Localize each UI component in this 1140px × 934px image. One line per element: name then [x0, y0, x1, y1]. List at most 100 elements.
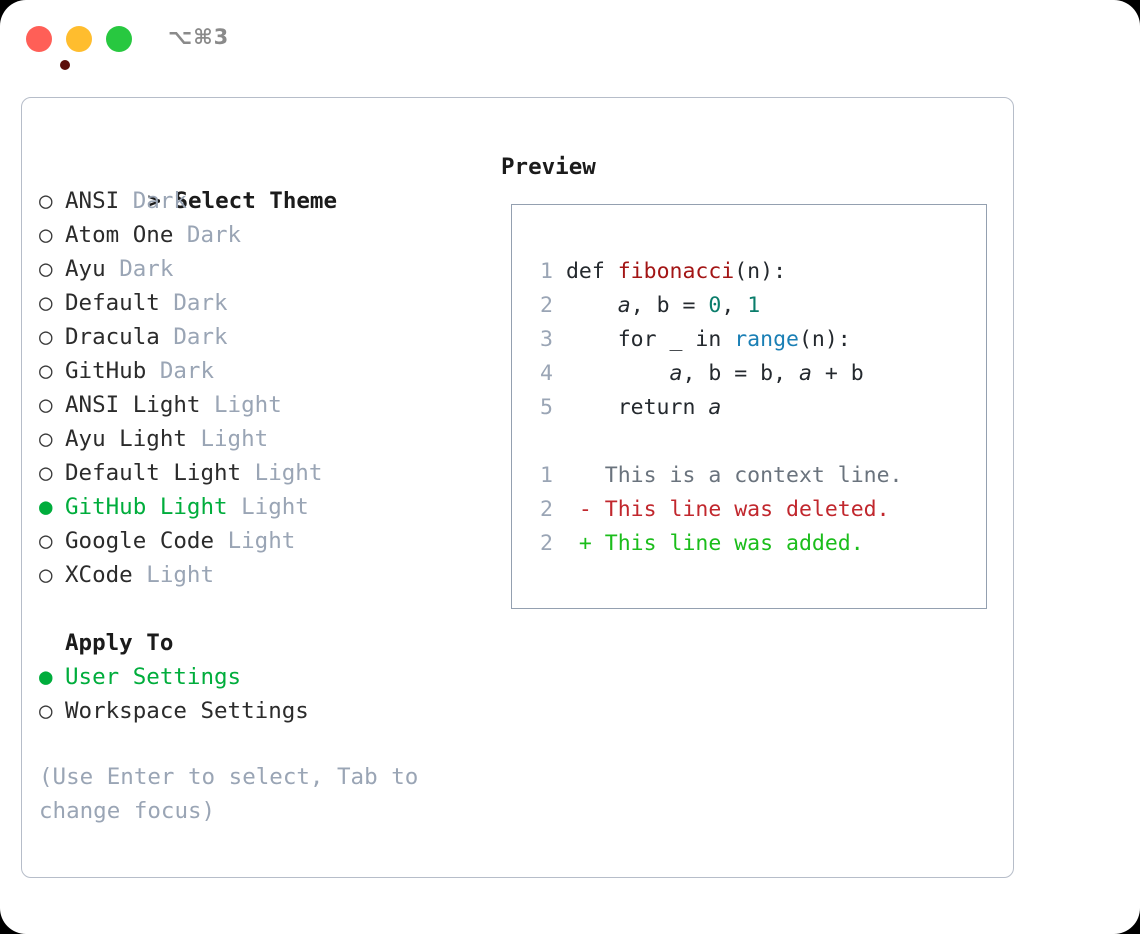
line-number: 2 [540, 497, 553, 522]
theme-list-item[interactable]: ○Google Code Light [39, 524, 489, 558]
code-token: def [565, 259, 618, 284]
theme-name: ANSI Light [65, 392, 201, 418]
recording-indicator-icon [60, 60, 70, 70]
theme-list-item[interactable]: ● GitHub Light Light [39, 490, 489, 524]
radio-selected-icon: ● [39, 494, 53, 520]
apply-to-item[interactable]: ○ Workspace Settings [39, 694, 489, 728]
line-number: 3 [540, 327, 553, 352]
code-token: range [734, 327, 799, 352]
spacer [160, 324, 174, 350]
radio-unselected-icon: ○ [39, 188, 53, 214]
spacer [214, 528, 228, 554]
code-token: 0 [708, 293, 722, 318]
theme-list-item[interactable]: ○ Ayu Light Light [39, 422, 489, 456]
code-line: 1 def fibonacci(n): [529, 255, 903, 289]
code-token: for _ in [565, 327, 735, 352]
theme-list-item[interactable]: ○ ANSI Light Light [39, 388, 489, 422]
code-token: fibonacci [617, 259, 735, 284]
code-token [566, 293, 618, 318]
preview-title: Preview [501, 154, 596, 180]
radio-unselected-icon: ○ [39, 324, 53, 350]
keyboard-shortcut-label: ⌥⌘3 [168, 25, 230, 49]
maximize-button[interactable] [106, 26, 132, 52]
radio-unselected-icon: ○ [39, 222, 53, 248]
spacer [106, 256, 120, 282]
diff-line: 2 + This line was added. [529, 527, 903, 561]
code-line: 4 a, b = b, a + b [529, 357, 903, 391]
theme-variant-tag: Light [200, 426, 269, 452]
radio-unselected-icon: ○ [39, 698, 53, 724]
radio-unselected-icon: ○ [39, 358, 53, 384]
theme-list-item[interactable]: ○Default Light Light [39, 456, 489, 490]
theme-list-item[interactable]: ○Default Dark [39, 286, 489, 320]
apply-to-label: User Settings [65, 664, 242, 690]
code-line: 3 for _ in range(n): [529, 323, 903, 357]
spacer [119, 188, 133, 214]
radio-unselected-icon: ○ [39, 392, 53, 418]
code-token: , b = [630, 293, 709, 318]
line-number: 5 [540, 395, 553, 420]
apply-to-item[interactable]: ● User Settings [39, 660, 489, 694]
radio-selected-icon: ● [39, 664, 53, 690]
focus-caret-icon: > [147, 188, 161, 214]
minimize-button[interactable] [66, 26, 92, 52]
spacer [228, 494, 242, 520]
diff-line: 2 - This line was deleted. [529, 493, 903, 527]
theme-variant-tag: Light [146, 562, 215, 588]
theme-name: Ayu [65, 256, 106, 282]
spacer [200, 392, 214, 418]
spacer [160, 290, 174, 316]
theme-list-item[interactable]: ○ ANSI Dark [39, 184, 489, 218]
code-token: return [565, 395, 709, 420]
apply-to-label: Workspace Settings [65, 698, 309, 724]
line-number: 1 [540, 463, 553, 488]
code-token [566, 361, 670, 386]
theme-variant-tag: Dark [173, 324, 228, 350]
spacer [133, 562, 147, 588]
theme-name: Ayu Light [65, 426, 187, 452]
code-token: a [617, 293, 631, 318]
close-button[interactable] [26, 26, 70, 70]
radio-unselected-icon: ○ [39, 290, 53, 316]
code-token: + b [811, 361, 864, 386]
theme-picker-header-label: Select Theme [174, 188, 338, 214]
code-token: , [721, 293, 748, 318]
theme-variant-tag: Dark [186, 222, 242, 248]
spacer [241, 460, 255, 486]
theme-list-item[interactable]: ○GitHub Dark [39, 354, 489, 388]
theme-name: Atom One [65, 222, 174, 248]
code-token: a [669, 361, 683, 386]
theme-variant-tag: Dark [132, 188, 187, 214]
theme-name: ANSI [65, 188, 120, 214]
spacer [146, 358, 160, 384]
keyboard-hint-text: (Use Enter to select, Tab to change focu… [39, 764, 432, 824]
spacer [187, 426, 201, 452]
theme-picker-header: > Select Theme [39, 150, 489, 214]
main-panel: > Select Theme ○ANSI Dark○Atom One Dark○… [21, 97, 1014, 878]
code-diff-separator [529, 425, 903, 459]
theme-name: Dracula [65, 324, 160, 350]
theme-name: GitHub Light [65, 494, 228, 520]
theme-list-item[interactable]: ○XCode Light [39, 558, 489, 592]
theme-name: Google Code [65, 528, 215, 554]
theme-name: XCode [65, 562, 133, 588]
line-number: 2 [540, 293, 553, 318]
theme-list-item[interactable]: ○ Dracula Dark [39, 320, 489, 354]
apply-to-header: Apply To [65, 630, 174, 656]
code-token: a [708, 395, 722, 420]
theme-variant-tag: Light [241, 494, 309, 520]
code-token: (n): [798, 327, 851, 352]
theme-variant-tag: Light [214, 392, 282, 418]
code-token: a [798, 361, 812, 386]
theme-name: Default Light [65, 460, 242, 486]
line-number: 4 [540, 361, 553, 386]
theme-variant-tag: Dark [159, 358, 215, 384]
theme-list-item[interactable]: ○Ayu Dark [39, 252, 489, 286]
theme-list-item[interactable]: ○ Atom One Dark [39, 218, 489, 252]
line-number: 1 [540, 259, 553, 284]
code-line: 5 return a [529, 391, 903, 425]
code-token: 1 [747, 293, 761, 318]
radio-unselected-icon: ○ [39, 426, 53, 452]
